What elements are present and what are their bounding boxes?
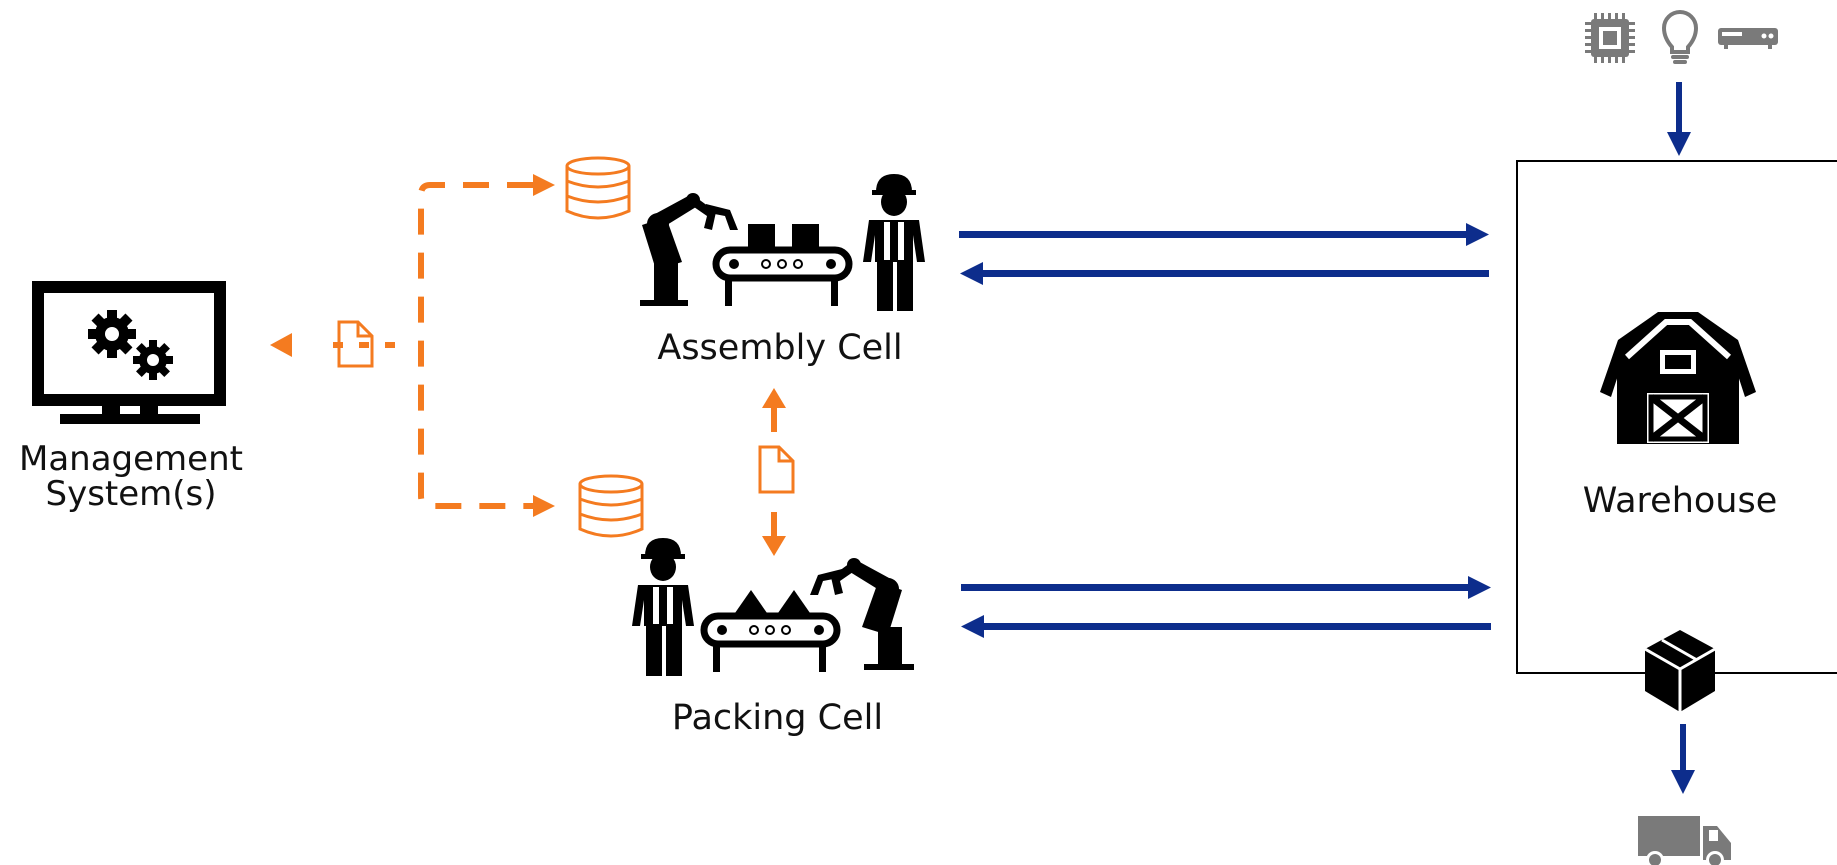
orange-dashed-connections	[330, 182, 533, 509]
document-icon	[337, 320, 374, 368]
monitor-gears-icon	[32, 281, 226, 424]
truck-icon	[1638, 816, 1731, 865]
chip-icon	[1585, 13, 1635, 63]
warehouse-label: Warehouse	[1582, 481, 1778, 521]
packing-cell-label: Packing Cell	[671, 698, 884, 738]
assembly-cell-label: Assembly Cell	[657, 328, 903, 368]
package-icon	[1644, 630, 1716, 712]
orange-arrowheads	[270, 174, 786, 556]
document-icon	[758, 445, 795, 494]
barn-icon	[1600, 312, 1756, 444]
worker-female-icon	[632, 538, 694, 676]
database-icon	[565, 156, 631, 220]
lightbulb-icon	[1661, 10, 1699, 64]
conveyor-triangles-icon	[700, 590, 841, 672]
robot-arm-icon	[640, 193, 738, 306]
blue-flow-arrows	[959, 82, 1695, 794]
conveyor-boxes-icon	[712, 224, 853, 306]
worker-icon	[863, 174, 925, 311]
database-icon	[578, 474, 644, 538]
robot-arm-icon	[810, 558, 914, 670]
management-label-line1: Management	[19, 439, 243, 479]
management-label-line2: System(s)	[45, 474, 217, 514]
network-device-icon	[1718, 28, 1778, 49]
